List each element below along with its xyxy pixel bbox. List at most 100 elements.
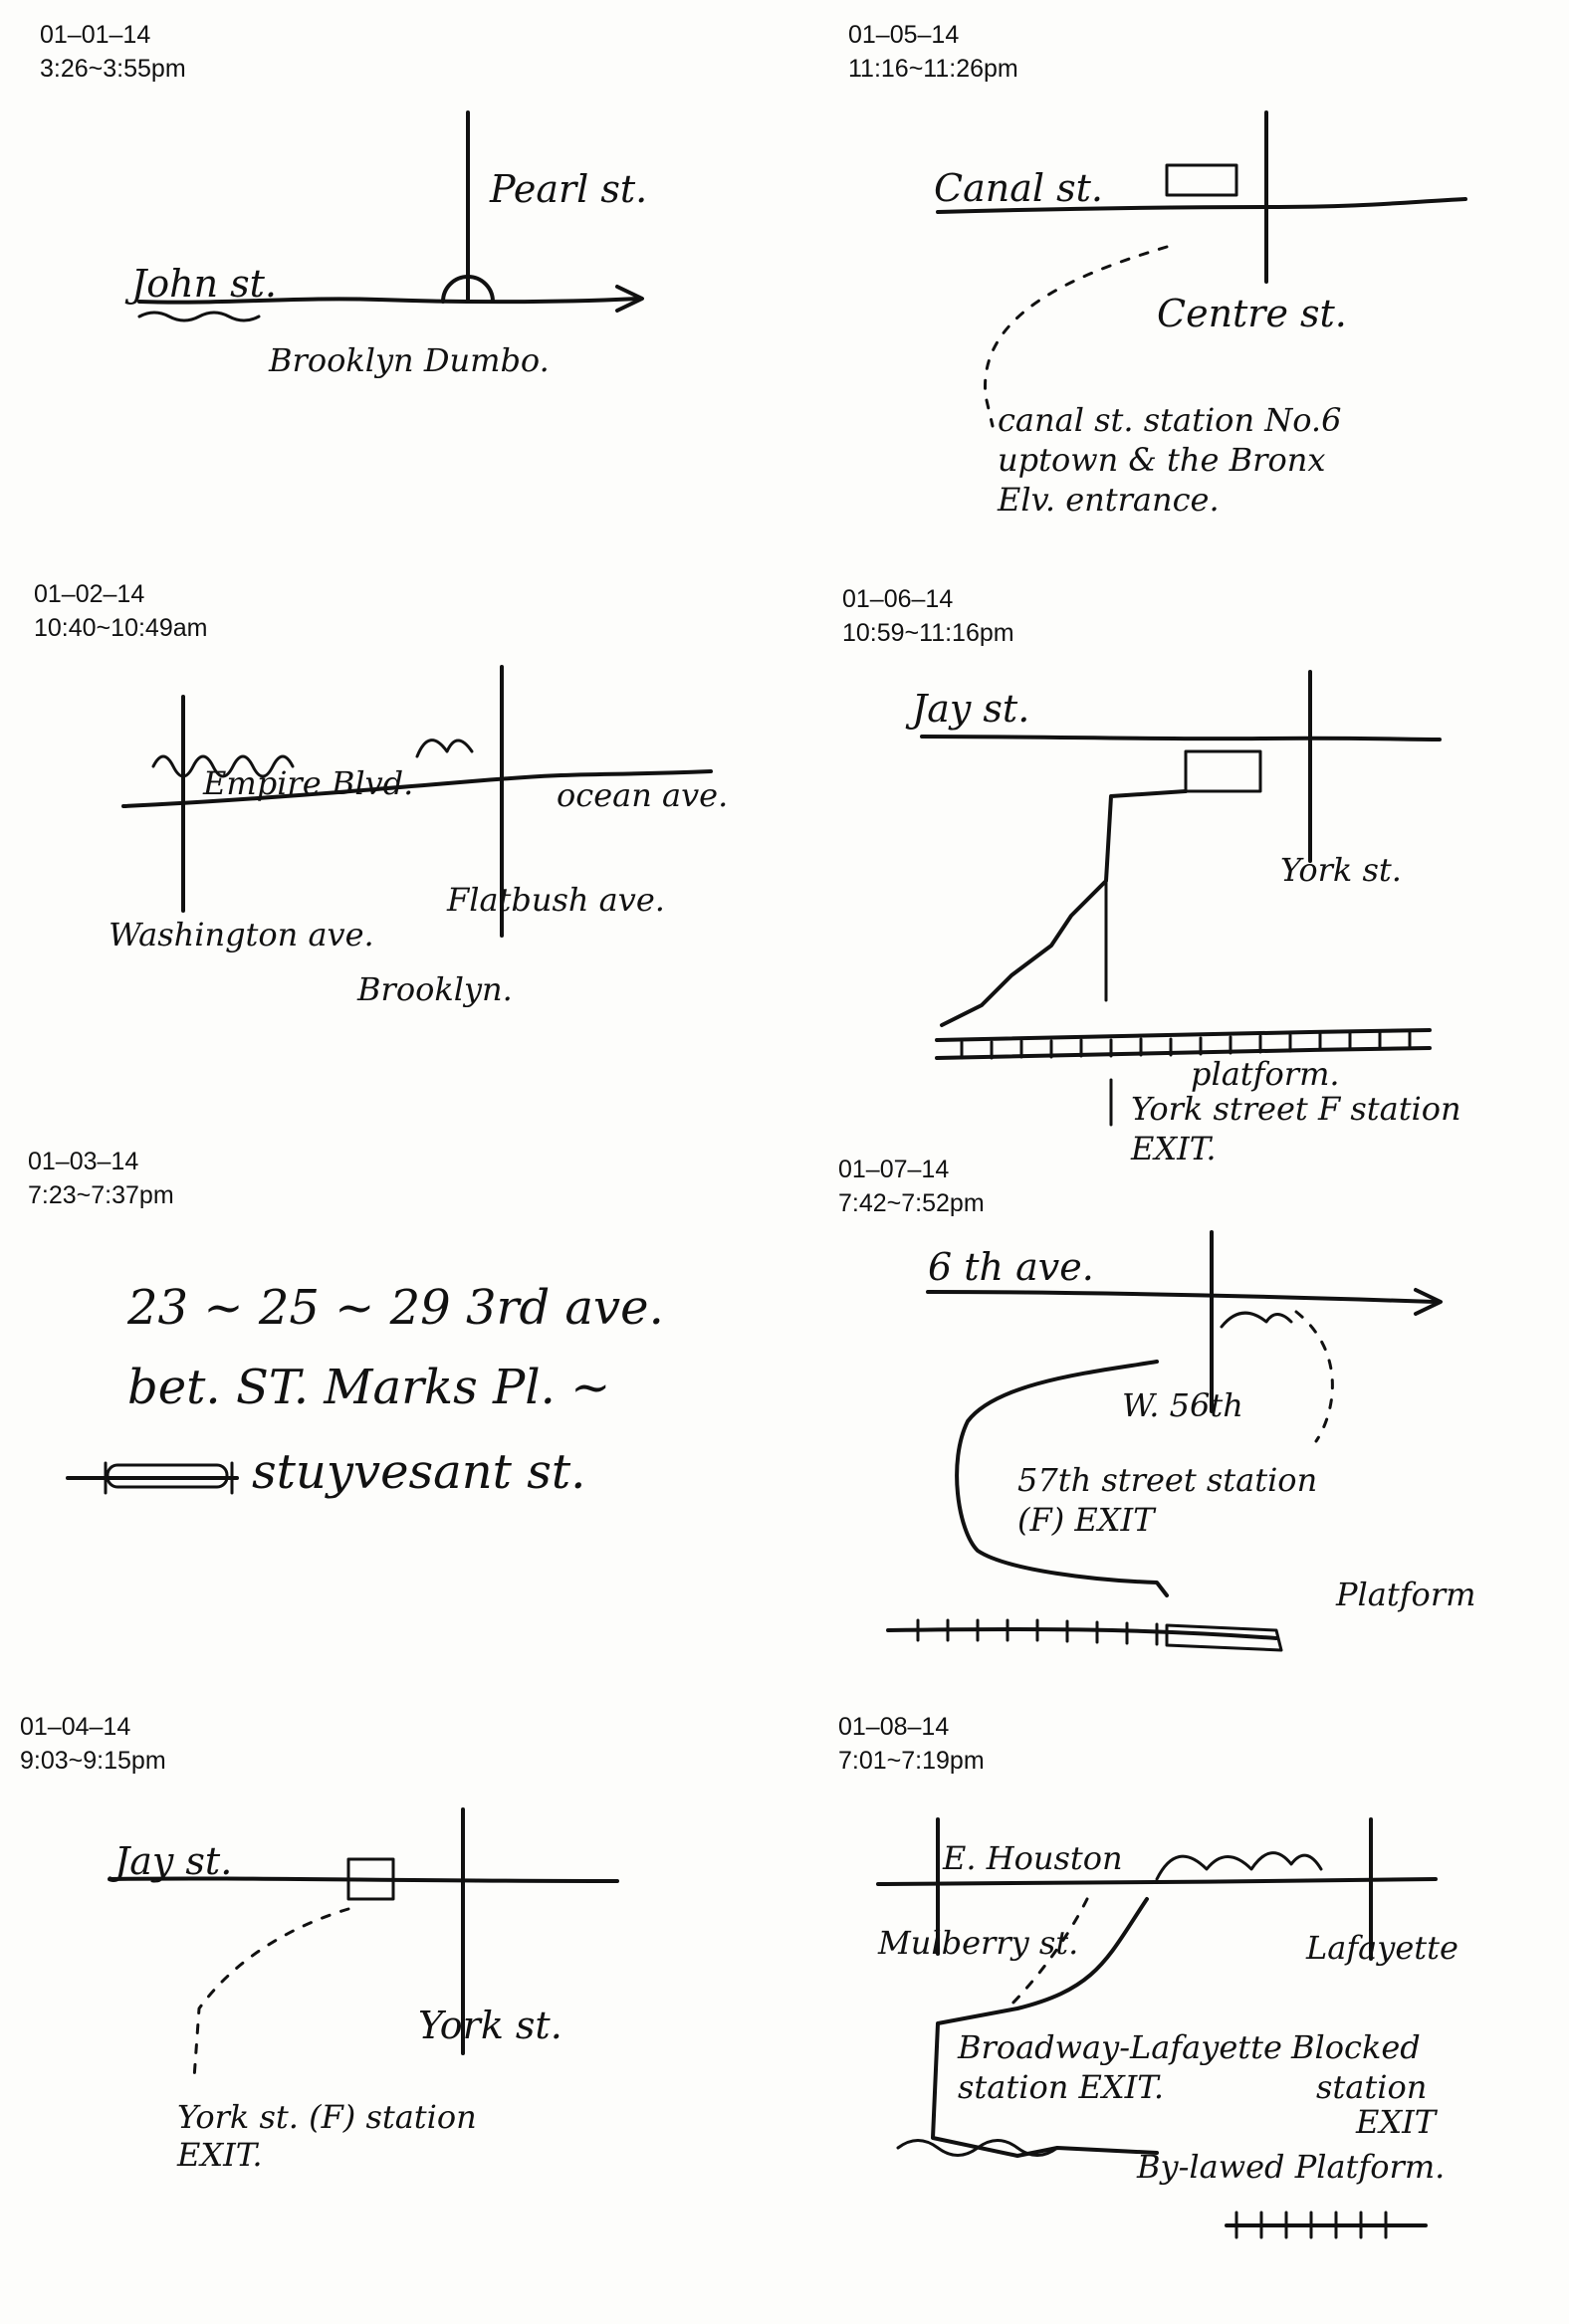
- entry-time: 7:23~7:37pm: [28, 1181, 174, 1209]
- arrow-head: [615, 285, 644, 313]
- area-label: Brooklyn.: [356, 970, 513, 1008]
- exit-label: EXIT.: [1130, 1130, 1217, 1167]
- walking-route: [1006, 1897, 1089, 2010]
- platform-ticks: [916, 1618, 1159, 1646]
- entry-date: 01–08–14: [838, 1713, 950, 1741]
- station-scribble: [1220, 1311, 1293, 1329]
- street-label-pearl: Pearl st.: [489, 167, 647, 211]
- street-sketch: Empire Blvd. ocean ave. Flatbush ave. Wa…: [109, 665, 728, 1008]
- station-outline: [931, 1897, 1159, 2158]
- entry-01-02-14: 01–02–14 10:40~10:49am Empire Blvd. ocea…: [34, 577, 790, 1135]
- street-sketch: 6 th ave. W. 56th 57th street station (F…: [886, 1230, 1475, 1652]
- street-label-centre: Centre st.: [1157, 292, 1347, 335]
- street-label-york: York st.: [1280, 851, 1402, 889]
- street-line-horizontal: [926, 1290, 1438, 1304]
- exit-label: station EXIT.: [958, 2068, 1164, 2106]
- platform-label: By-lawed Platform.: [1136, 2148, 1445, 2186]
- exit-label: EXIT.: [176, 2136, 263, 2174]
- walking-route: [1294, 1310, 1334, 1443]
- entry-time: 7:42~7:52pm: [838, 1189, 985, 1217]
- street-sketch: Jay st. York st. York st. (F) station EX…: [108, 1807, 619, 2174]
- station-symbol: [441, 275, 495, 304]
- entry-time: 3:26~3:55pm: [40, 55, 186, 83]
- entry-01-05-14: 01–05–14 11:16~11:26pm Canal st. Centre …: [848, 18, 1569, 575]
- note-line-2: uptown & the Bronx: [998, 441, 1325, 479]
- entry-date: 01–03–14: [28, 1148, 139, 1175]
- entry-date: 01–04–14: [20, 1713, 131, 1741]
- platform-label: platform.: [1191, 1055, 1340, 1093]
- note-line-1: canal st. station No.6: [998, 401, 1341, 439]
- street-label-canal: Canal st.: [934, 166, 1103, 210]
- street-label-56th: W. 56th: [1122, 1386, 1243, 1424]
- station-symbol: [1165, 163, 1238, 197]
- note-line-3: Elv. entrance.: [997, 481, 1220, 519]
- walking-route: [984, 245, 1169, 428]
- exit-label: (F) EXIT: [1017, 1501, 1157, 1539]
- station-label: Broadway-Lafayette: [957, 2028, 1282, 2066]
- station-label: York street F station: [1131, 1090, 1461, 1128]
- station-symbol: [1184, 749, 1262, 793]
- entry-01-08-14: 01–08–14 7:01~7:19pm E. Houston Mulberry…: [838, 1710, 1569, 2267]
- street-line-horizontal: [936, 197, 1467, 214]
- entry-01-06-14: 01–06–14 10:59~11:16pm Jay st. York st. …: [842, 582, 1569, 1167]
- street-label-mulberry: Mulberry st.: [877, 1924, 1078, 1962]
- street-line-horizontal: [137, 297, 639, 305]
- entry-time: 10:59~11:16pm: [842, 619, 1014, 647]
- street-sketch: Pearl st. John st. Brooklyn Dumbo.: [124, 110, 647, 379]
- entry-time: 10:40~10:49am: [34, 614, 208, 642]
- platform-block: [1165, 1623, 1283, 1652]
- blocked-exit-label: EXIT: [1355, 2103, 1439, 2141]
- street-line-horizontal: [876, 1877, 1438, 1886]
- wave-line: [896, 2139, 1059, 2157]
- station-label: 57th street station: [1017, 1461, 1317, 1499]
- platform-line-bottom: [935, 1046, 1432, 1060]
- entry-date: 01–05–14: [848, 21, 960, 49]
- platform-line-top: [886, 1626, 1278, 1640]
- entry-01-03-14: 01–03–14 7:23~7:37pm 23 ~ 25 ~ 29 3rd av…: [28, 1145, 784, 1702]
- station-outline: [955, 1360, 1169, 1597]
- street-label-empire: Empire Blvd.: [202, 764, 413, 802]
- street-sketch: Jay st. York st. platform. York street F…: [905, 670, 1461, 1167]
- street-label-6th: 6 th ave.: [928, 1245, 1094, 1289]
- entry-date: 01–02–14: [34, 580, 145, 608]
- street-line-horizontal: [920, 735, 1442, 741]
- entry-time: 11:16~11:26pm: [848, 55, 1018, 83]
- stair-path: [940, 789, 1188, 1027]
- underline-squiggle: [137, 311, 261, 322]
- blocked-station-label: station: [1316, 2068, 1427, 2106]
- station-symbol: [346, 1857, 395, 1901]
- entry-date: 01–01–14: [40, 21, 151, 49]
- street-sketch: 23 ~ 25 ~ 29 3rd ave. bet. ST. Marks Pl.…: [66, 1280, 664, 1500]
- station-scribble: [1155, 1851, 1323, 1881]
- street-label-stuyvesant: stuyvesant st.: [252, 1444, 585, 1500]
- street-label-lafayette: Lafayette: [1305, 1929, 1458, 1967]
- platform-line-top: [935, 1028, 1432, 1042]
- entry-date: 01–06–14: [842, 585, 954, 613]
- entry-01-01-14: 01–01–14 3:26~3:55pm Pearl st. John st. …: [40, 18, 796, 575]
- entry-01-07-14: 01–07–14 7:42~7:52pm 6 th ave. W. 56th 5…: [838, 1153, 1569, 1710]
- arrow-head: [1414, 1288, 1443, 1316]
- scribble-cluster: [415, 739, 474, 758]
- entry-time: 9:03~9:15pm: [20, 1747, 166, 1775]
- street-label-washington: Washington ave.: [109, 916, 374, 953]
- address-line-2: bet. ST. Marks Pl. ~: [127, 1360, 610, 1415]
- street-label-houston: E. Houston: [942, 1839, 1123, 1877]
- blocked-label: Blocked: [1290, 2028, 1421, 2066]
- platform-label: Platform: [1335, 1576, 1475, 1613]
- street-label-flatbush: Flatbush ave.: [446, 881, 665, 919]
- entry-date: 01–07–14: [838, 1156, 950, 1183]
- street-label-ocean: ocean ave.: [557, 776, 728, 814]
- station-label: York st. (F) station: [177, 2098, 477, 2136]
- walking-route: [192, 1907, 350, 2080]
- station-symbol: [106, 1463, 229, 1489]
- scribble: [151, 754, 295, 778]
- street-label-york: York st.: [418, 2004, 562, 2047]
- street-sketch: E. Houston Mulberry st. Lafayette Broadw…: [876, 1817, 1458, 2239]
- street-sketch: Canal st. Centre st. canal st. station N…: [934, 110, 1467, 519]
- street-label-john: John st.: [124, 262, 277, 306]
- area-label: Brooklyn Dumbo.: [268, 341, 550, 379]
- street-line-horizontal: [108, 1876, 619, 1883]
- address-line-1: 23 ~ 25 ~ 29 3rd ave.: [126, 1280, 664, 1336]
- street-label-jay: Jay st.: [108, 1839, 232, 1883]
- street-label-jay: Jay st.: [905, 687, 1029, 731]
